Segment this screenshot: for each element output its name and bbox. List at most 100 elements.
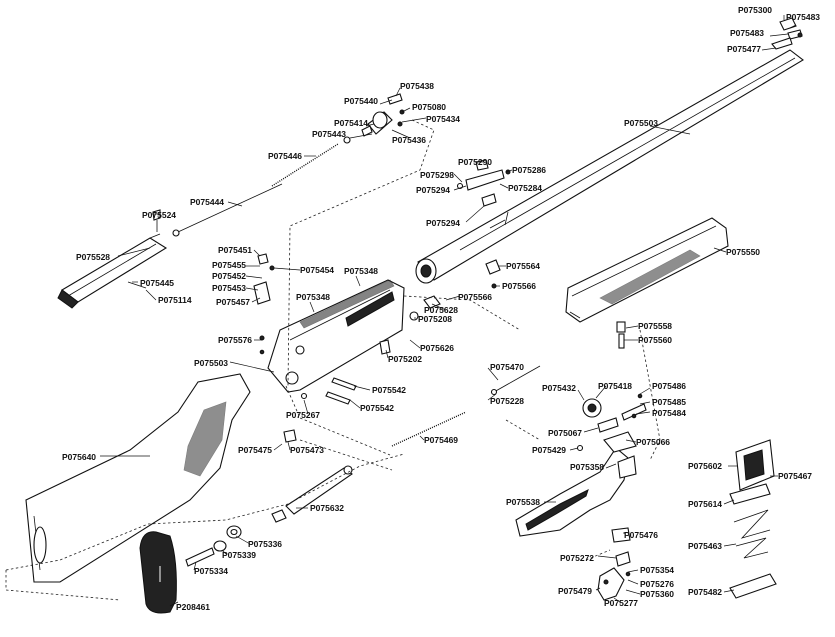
front-sight [771, 17, 803, 50]
label-p075294-b: P075294 [426, 218, 460, 228]
label-p075339: P075339 [222, 550, 256, 560]
label-p075294: P075294 [416, 185, 450, 195]
magazine-parts [729, 439, 777, 599]
hammer-parts [597, 551, 631, 601]
label-p075432: P075432 [542, 383, 576, 393]
action-tube [271, 465, 353, 523]
label-p075467: P075467 [778, 471, 812, 481]
label-p075348-b: P075348 [296, 292, 330, 302]
label-p075628: P075628 [424, 305, 458, 315]
part-labels: P075300 P075483 P075483 P075477 P075503 … [62, 5, 820, 612]
label-p075300: P075300 [738, 5, 772, 15]
label-p075436: P075436 [392, 135, 426, 145]
label-p075440: P075440 [344, 96, 378, 106]
assembly-lines [5, 119, 661, 601]
forend [565, 217, 729, 323]
label-p075475: P075475 [238, 445, 272, 455]
label-p075202: P075202 [388, 354, 422, 364]
label-p075451: P075451 [218, 245, 252, 255]
label-p075566-b: P075566 [458, 292, 492, 302]
label-p075542-b: P075542 [360, 403, 394, 413]
label-p075080: P075080 [412, 102, 446, 112]
recoil-spring [391, 365, 541, 447]
trigger-group [515, 393, 647, 543]
label-p075272: P075272 [560, 553, 594, 563]
label-p075114: P075114 [158, 295, 192, 305]
label-p075360: P075360 [640, 589, 674, 599]
label-p075486: P075486 [652, 381, 686, 391]
label-p075463: P075463 [688, 541, 722, 551]
label-p075483-b: P075483 [730, 28, 764, 38]
label-p075267: P075267 [286, 410, 320, 420]
label-p075443: P075443 [312, 129, 346, 139]
label-p075336: P075336 [248, 539, 282, 549]
label-p075483: P075483 [786, 12, 820, 22]
label-p075473: P075473 [290, 445, 324, 455]
bolt-rod [172, 143, 339, 237]
label-p075528: P075528 [76, 252, 110, 262]
label-p075602: P075602 [688, 461, 722, 471]
label-p075626: P075626 [420, 343, 454, 353]
label-p075482: P075482 [688, 587, 722, 597]
label-p075614: P075614 [688, 499, 722, 509]
label-p075550: P075550 [726, 247, 760, 257]
receiver [267, 279, 405, 393]
label-p075538: P075538 [506, 497, 540, 507]
label-p075479: P075479 [558, 586, 592, 596]
label-p075457: P075457 [216, 297, 250, 307]
buttstock [25, 373, 251, 583]
label-p075469: P075469 [424, 435, 458, 445]
label-p075438: P075438 [400, 81, 434, 91]
label-p075564: P075564 [506, 261, 540, 271]
label-p075542: P075542 [372, 385, 406, 395]
label-p075524: P075524 [142, 210, 176, 220]
label-p075067: P075067 [548, 428, 582, 438]
barrel [415, 49, 804, 284]
label-p075445: P075445 [140, 278, 174, 288]
label-p075503-b: P075503 [194, 358, 228, 368]
label-p075640: P075640 [62, 452, 96, 462]
leader-lines [100, 15, 797, 607]
label-p075503: P075503 [624, 118, 658, 128]
label-p075453: P075453 [212, 283, 246, 293]
label-p075228: P075228 [490, 396, 524, 406]
label-p075560: P075560 [638, 335, 672, 345]
label-p075477: P075477 [727, 44, 761, 54]
label-p075632: P075632 [310, 503, 344, 513]
forend-screw [616, 321, 626, 349]
label-p075286: P075286 [512, 165, 546, 175]
label-p075334: P075334 [194, 566, 228, 576]
label-p075358: P075358 [570, 462, 604, 472]
label-p075484: P075484 [652, 408, 686, 418]
label-p075290: P075290 [458, 157, 492, 167]
label-p075418: P075418 [598, 381, 632, 391]
label-p075576: P075576 [218, 335, 252, 345]
label-p075434: P075434 [426, 114, 460, 124]
label-p075284: P075284 [508, 183, 542, 193]
small-pin-left [127, 281, 147, 289]
label-p075354: P075354 [640, 565, 674, 575]
magazine-tube [57, 233, 168, 309]
label-p208461: P208461 [176, 602, 210, 612]
label-p075476: P075476 [624, 530, 658, 540]
cap-screw [152, 209, 161, 232]
label-p075446: P075446 [268, 151, 302, 161]
pad-screw [185, 525, 242, 567]
receiver-small-parts [253, 253, 501, 443]
label-p075348: P075348 [344, 266, 378, 276]
label-p075414: P075414 [334, 118, 368, 128]
cross-pins [300, 377, 357, 405]
label-p075452: P075452 [212, 271, 246, 281]
label-p075429: P075429 [532, 445, 566, 455]
label-p075298: P075298 [420, 170, 454, 180]
recoil-pad [139, 531, 177, 614]
label-p075454: P075454 [300, 265, 334, 275]
label-p075485: P075485 [652, 397, 686, 407]
label-p075277: P075277 [604, 598, 638, 608]
label-p075208: P075208 [418, 314, 452, 324]
label-p075444: P075444 [190, 197, 224, 207]
label-p075470: P075470 [490, 362, 524, 372]
label-p075066: P075066 [636, 437, 670, 447]
rear-sight [456, 159, 511, 207]
